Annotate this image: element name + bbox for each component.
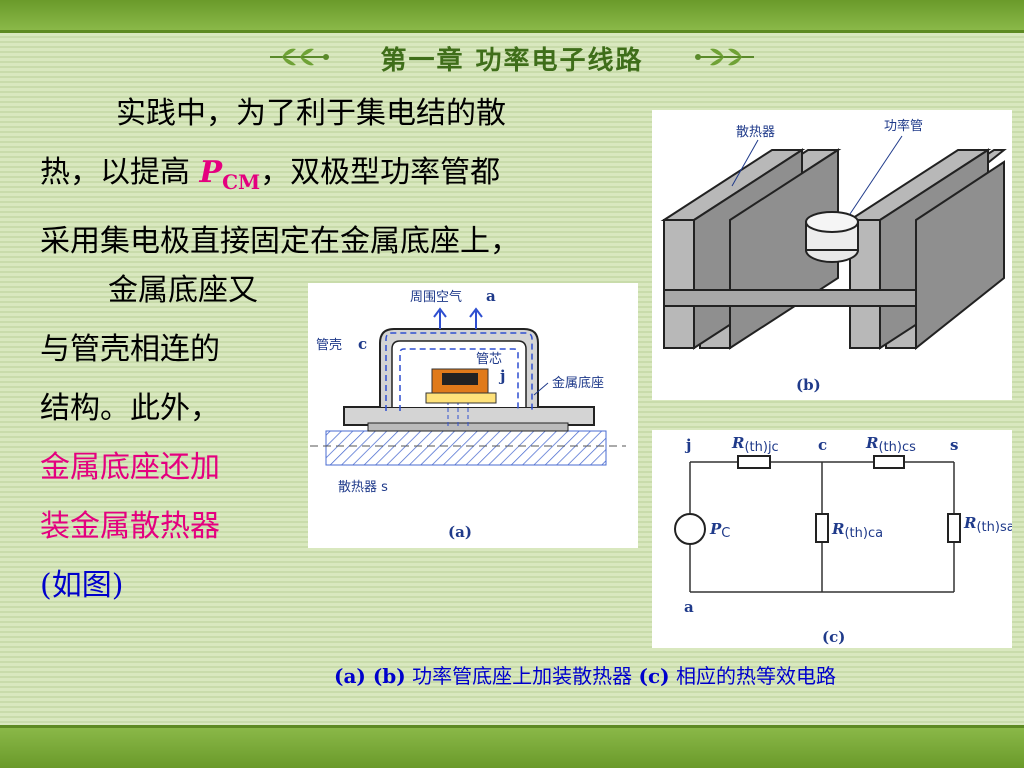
resistor-ca [815, 513, 829, 543]
text-line: 实践中，为了利于集电结的散 [116, 96, 506, 131]
node-s: s [950, 436, 958, 454]
node-j: j [684, 436, 691, 454]
label-shell: 管壳 [316, 338, 342, 353]
resistor-jc [737, 455, 771, 469]
caption-c: (c) [638, 664, 670, 688]
label-core: 管芯 [476, 352, 502, 367]
page-title: 第一章 功率电子线路 [380, 46, 644, 76]
label-pc: PC [709, 520, 730, 541]
figure-a-diagram: 周围空气 a 管壳 c 管芯 j 金属底座 散热器 s (a) [310, 287, 626, 541]
caption-c-text: 相应的热等效电路 [669, 664, 836, 688]
node-a: a [684, 598, 694, 616]
label-rca: R(th)ca [831, 520, 883, 541]
paragraph-2: 金属底座又 与管壳相连的 结构。此外， 金属底座还加 装金属散热器 (如图) [40, 261, 258, 615]
text-segment: 热，以提高 [40, 155, 200, 190]
label-air: 周围空气 [410, 289, 462, 305]
resistor-cs [873, 455, 905, 469]
caption-b: (b) [796, 376, 821, 394]
text-line: 结构。此外， [40, 391, 220, 426]
left-leaf-ornament-icon [270, 48, 329, 66]
figure-reference: (如图) [40, 568, 124, 603]
top-bar [0, 0, 1024, 33]
heat-source-icon [674, 513, 706, 545]
label-rjc: R(th)jc [731, 434, 779, 455]
text-line: 金属底座又 [108, 273, 258, 308]
label-base: 金属底座 [552, 375, 604, 391]
figure-b-panel: 散热器 功率管 (b) [652, 110, 1012, 400]
figure-c-panel: j c s a R(th)jc R(th)cs R(th)ca R(th)sa … [652, 430, 1015, 648]
resistor-sa [947, 513, 961, 543]
text-line: 与管壳相连的 [40, 332, 220, 367]
figure-caption: (a) (b) 功率管底座上加装散热器 (c) 相应的热等效电路 [334, 660, 836, 689]
caption-ab-text: 功率管底座上加装散热器 [405, 664, 639, 688]
heatsink-face [663, 219, 695, 349]
caption-c: (c) [822, 628, 845, 646]
text-segment: ，双极型功率管都 [260, 155, 501, 190]
bottom-bar [0, 725, 1024, 768]
pcm-symbol: PCM [199, 155, 261, 194]
highlight-line: 金属底座还加 [40, 450, 220, 485]
node-c: c [818, 436, 827, 454]
label-sink: 散热器 s [338, 480, 388, 495]
caption-a: (a) [448, 523, 472, 541]
heatsink-block [325, 430, 607, 466]
label-sink-b: 散热器 [736, 125, 775, 140]
label-j: j [498, 367, 505, 385]
label-a: a [486, 287, 496, 305]
slide-header: 第一章 功率电子线路 [0, 40, 1024, 76]
paragraph-1: 实践中，为了利于集电结的散 热，以提高 PCM，双极型功率管都 采用集电极直接固… [40, 84, 520, 271]
label-rcs: R(th)cs [865, 434, 916, 455]
figure-a-panel: 周围空气 a 管壳 c 管芯 j 金属底座 散热器 s (a) [308, 283, 638, 548]
metal-base [343, 406, 595, 426]
text-line: 采用集电极直接固定在金属底座上， [40, 224, 520, 259]
right-leaf-ornament-icon [695, 48, 754, 66]
label-rsa: R(th)sa [963, 514, 1012, 535]
figure-c-circuit: j c s a R(th)jc R(th)cs R(th)ca R(th)sa … [674, 434, 1015, 646]
highlight-line: 装金属散热器 [40, 509, 220, 544]
pcm-main: P [199, 155, 223, 190]
label-c: c [358, 335, 367, 353]
label-tube: 功率管 [884, 118, 923, 134]
pcm-subscript: CM [222, 170, 261, 194]
figure-b-diagram: 散热器 功率管 (b) [660, 118, 1007, 394]
caption-ab: (a) (b) [334, 664, 406, 688]
text-line: 热，以提高 PCM，双极型功率管都 [40, 143, 520, 212]
